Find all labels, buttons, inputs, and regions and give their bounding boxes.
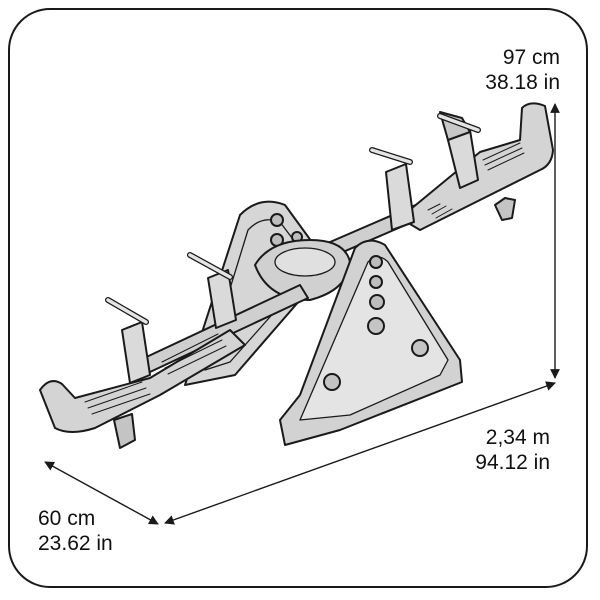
length-metric: 2,34 m <box>485 426 550 449</box>
left-back-handle <box>105 297 149 325</box>
width-dimension-line <box>44 461 159 525</box>
right-back-handle <box>437 113 481 133</box>
height-metric: 97 cm <box>502 46 560 69</box>
height-label: 97 cm 38.18 in <box>440 45 560 95</box>
left-seat-foot <box>113 413 136 449</box>
length-dimension-line <box>164 381 556 525</box>
width-metric: 60 cm <box>38 507 96 530</box>
height-imperial: 38.18 in <box>485 71 560 94</box>
left-front-handle <box>187 252 233 280</box>
right-front-post <box>385 163 415 231</box>
length-imperial: 94.12 in <box>475 451 550 474</box>
right-seat-foot <box>494 197 516 221</box>
front-arch-bolts <box>323 255 429 391</box>
left-back-post <box>121 321 151 384</box>
width-label: 60 cm 23.62 in <box>38 506 178 556</box>
length-label: 2,34 m 94.12 in <box>430 425 550 475</box>
right-front-handle <box>369 147 413 165</box>
width-imperial: 23.62 in <box>38 532 113 555</box>
